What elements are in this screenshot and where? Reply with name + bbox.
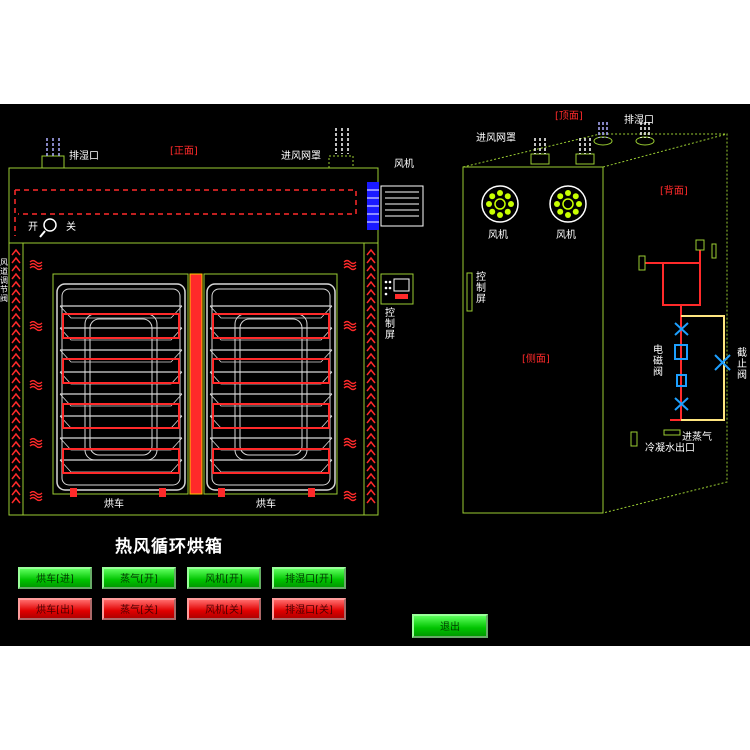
exhaust-port-label: 排湿口 — [69, 151, 99, 162]
side-air-intake-label: 进风网罩 — [476, 133, 516, 144]
fan-icon — [481, 185, 519, 223]
exhaust-close-button[interactable]: 排湿口[关] — [272, 598, 346, 620]
condensate-outlet-label: 冷凝水出口 — [645, 443, 695, 454]
front-view-label: [正面] — [170, 146, 198, 157]
fan-label: 风机 — [394, 159, 414, 170]
back-view-label: [背面] — [660, 186, 688, 197]
side-view-label: [侧面] — [522, 354, 550, 365]
cart-left-label: 烘车 — [104, 499, 124, 510]
side-control-screen-label: 控制屏 — [476, 272, 486, 305]
duct-valve-label: 风道调节阀 — [0, 258, 8, 303]
steam-inlet-label: 进蒸气 — [682, 432, 712, 443]
fan-on-button[interactable]: 风机[开] — [187, 567, 261, 589]
cart-right-label: 烘车 — [256, 499, 276, 510]
steam-off-button[interactable]: 蒸气[关] — [102, 598, 176, 620]
fan2-label: 风机 — [556, 230, 576, 241]
fan-off-button[interactable]: 风机[关] — [187, 598, 261, 620]
exhaust-open-button[interactable]: 排湿口[开] — [272, 567, 346, 589]
solenoid-valve-label: 电磁阀 — [653, 345, 663, 378]
top-view-label: [顶面] — [555, 111, 583, 122]
side-oven-body — [462, 122, 731, 514]
shutoff-valve-label: 截止阀 — [737, 348, 747, 381]
damper-open-switch[interactable]: 开 — [28, 222, 38, 233]
front-oven-body — [8, 128, 424, 516]
side-exhaust-label: 排湿口 — [624, 115, 654, 126]
fan1-label: 风机 — [488, 230, 508, 241]
front-control-screen-label: 控制屏 — [385, 308, 395, 341]
fan-icon — [549, 185, 587, 223]
damper-close-switch[interactable]: 关 — [66, 222, 76, 233]
page-title: 热风循环烘箱 — [115, 537, 223, 557]
cart-out-button[interactable]: 烘车[出] — [18, 598, 92, 620]
exit-button[interactable]: 退出 — [412, 614, 488, 638]
cart-in-button[interactable]: 烘车[进] — [18, 567, 92, 589]
steam-on-button[interactable]: 蒸气[开] — [102, 567, 176, 589]
air-intake-label: 进风网罩 — [281, 151, 321, 162]
